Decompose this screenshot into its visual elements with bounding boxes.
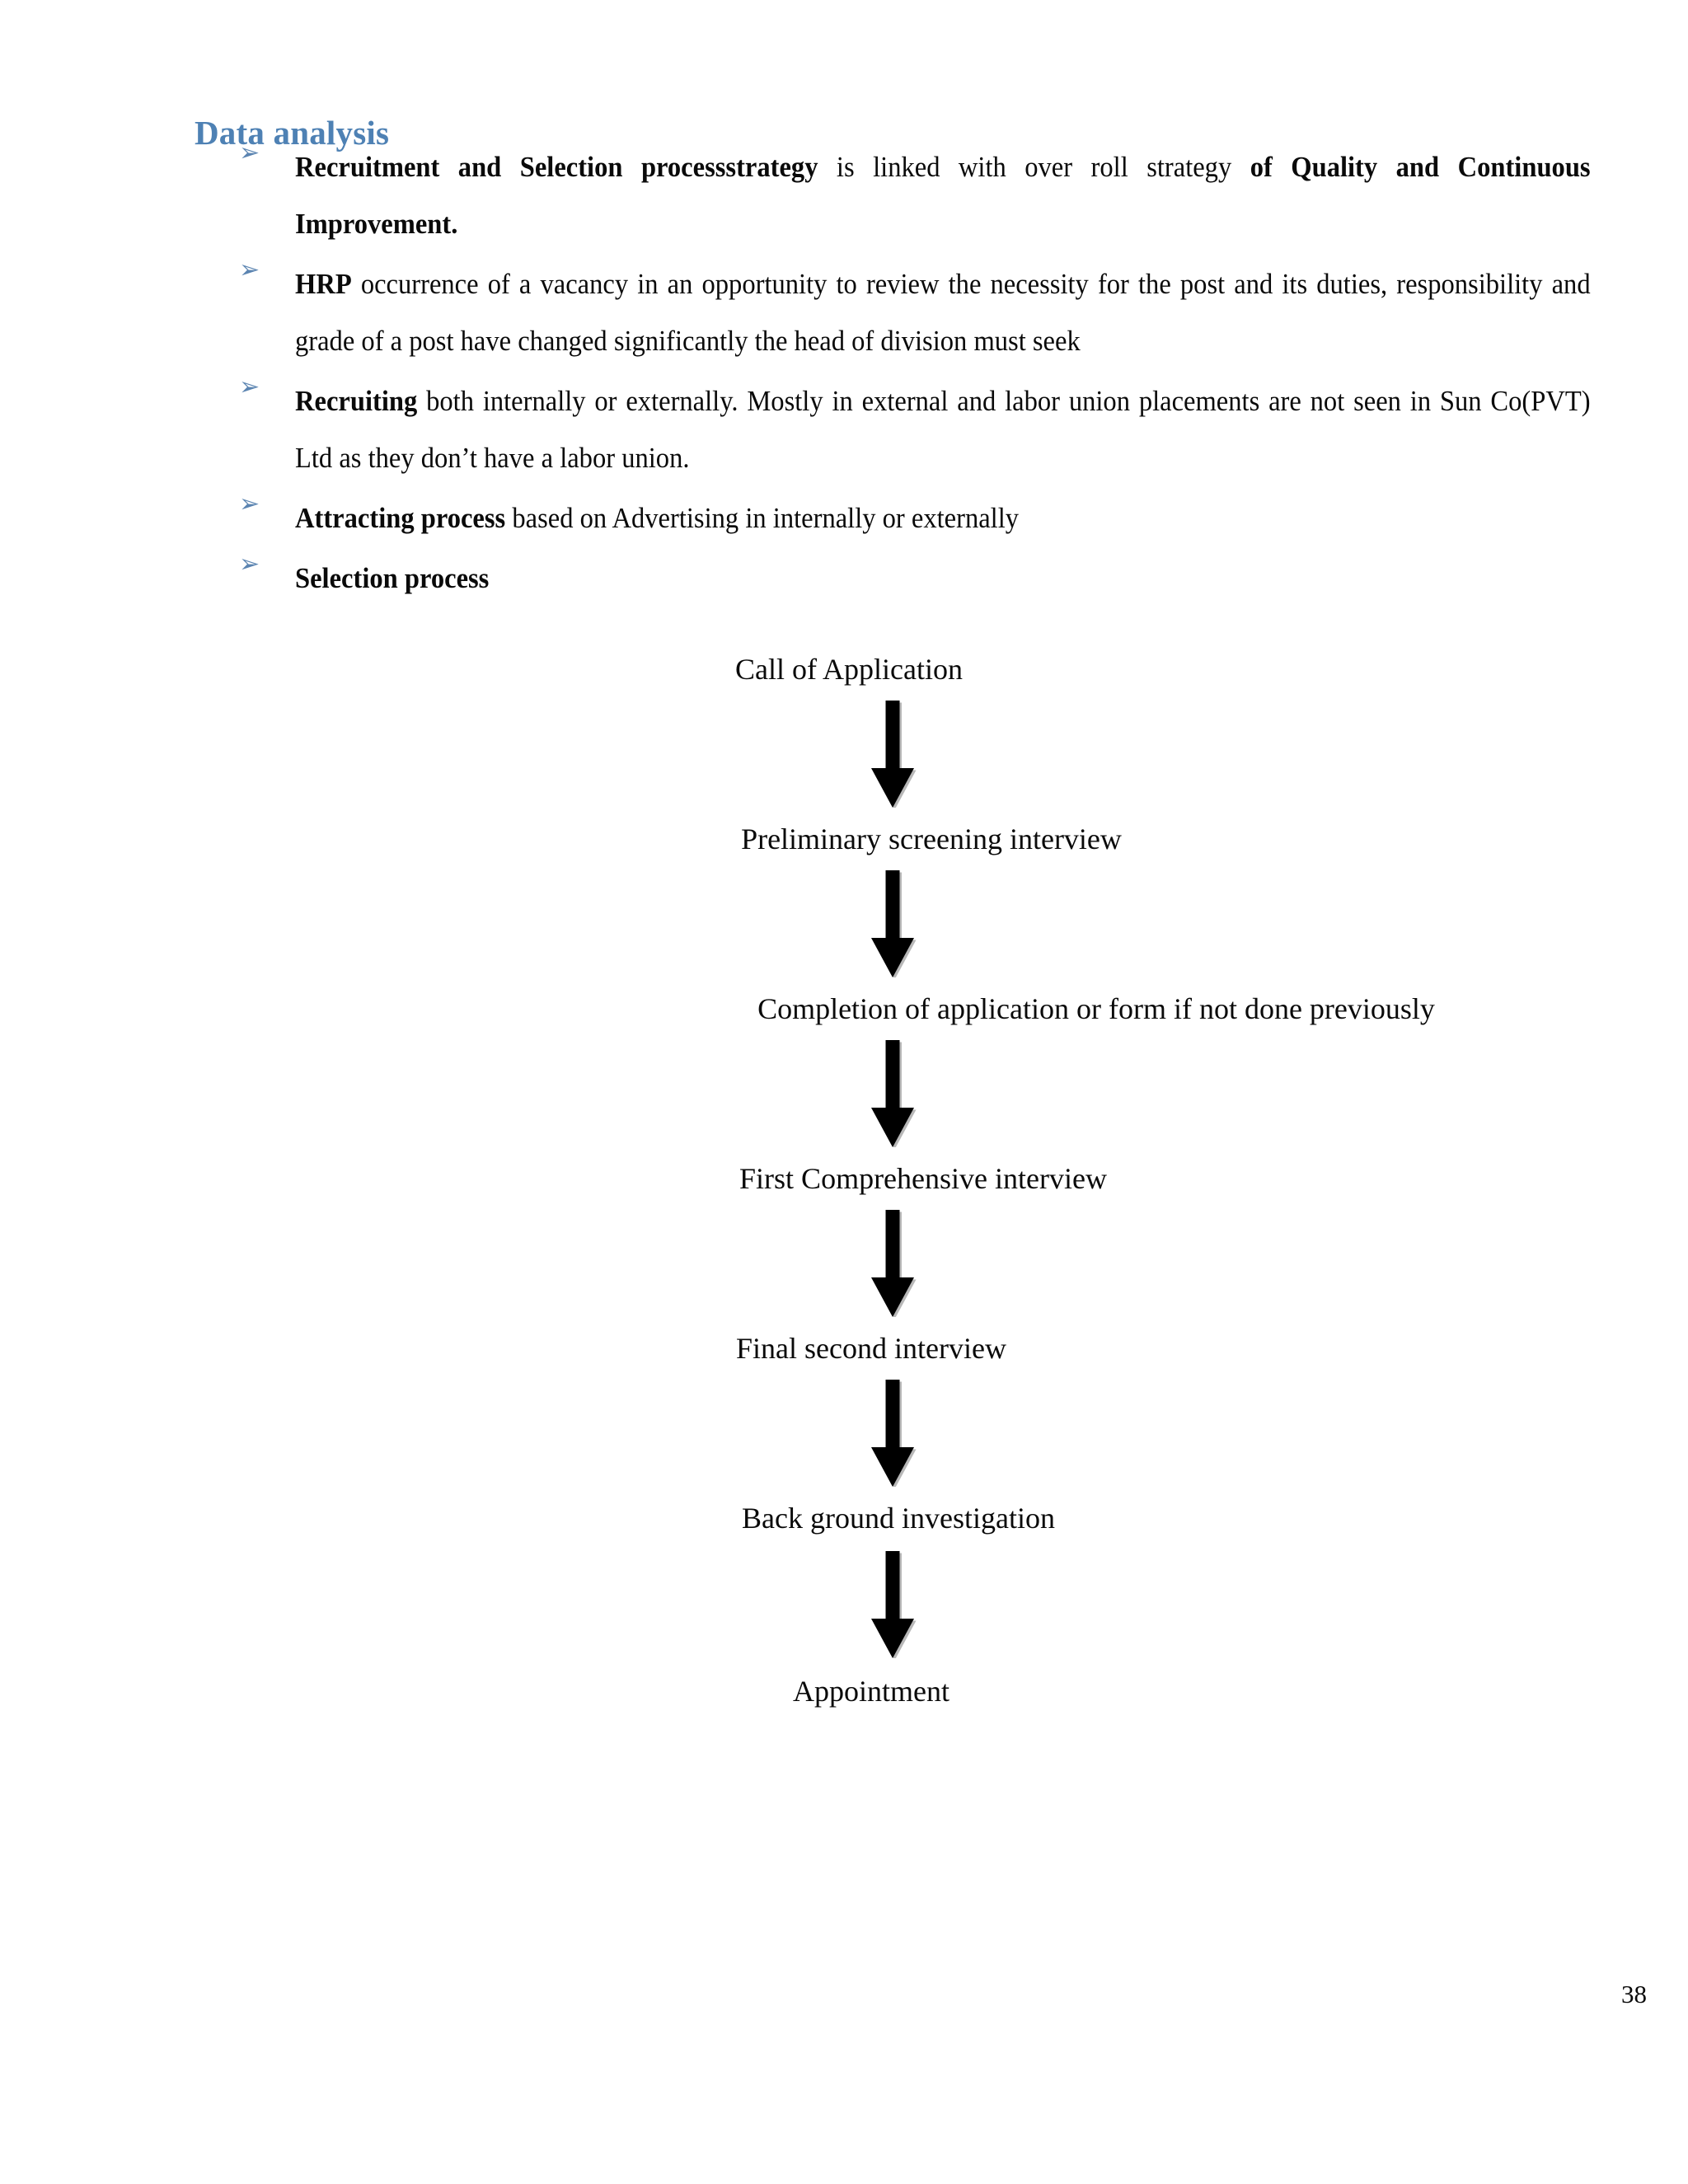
flow-arrow-down-icon (868, 1210, 917, 1319)
flow-arrow-down-icon (868, 701, 917, 810)
arrow-bullet-icon: ➢ (239, 550, 260, 579)
bold-run: of Quality and Continuous Improvement. (295, 151, 1591, 240)
bold-run: Recruitment and Selection processstrateg… (295, 151, 818, 183)
flow-node-final-second-interview: Final second interview (736, 1332, 1006, 1365)
flow-node-preliminary-screening-interview: Preliminary screening interview (741, 823, 1122, 855)
text-run: occurrence of a vacancy in an opportunit… (295, 268, 1591, 357)
flow-node-completion-of-application: Completion of application or form if not… (757, 992, 1435, 1025)
flow-node-appointment: Appointment (793, 1675, 950, 1708)
bullet-text: HRP occurrence of a vacancy in an opport… (295, 255, 1591, 369)
flow-node-call-of-application: Call of Application (735, 653, 963, 686)
bold-run: Selection process (295, 562, 490, 594)
flow-arrow-down-icon (868, 1380, 917, 1489)
flow-node-first-comprehensive-interview: First Comprehensive interview (739, 1162, 1107, 1195)
flow-arrow-down-icon (868, 1040, 917, 1150)
bold-run: Recruiting (295, 385, 418, 417)
bullet-list: ➢ Recruitment and Selection processstrate… (239, 138, 1591, 610)
bullet-text: Recruitment and Selection processstrateg… (295, 138, 1591, 252)
arrow-bullet-icon: ➢ (239, 490, 260, 518)
bullet-text: Selection process (295, 550, 1591, 607)
page-title: Data analysis (195, 114, 390, 152)
arrow-bullet-icon: ➢ (239, 373, 260, 401)
bullet-item-recruitment-selection: ➢ Recruitment and Selection processstrate… (239, 138, 1591, 252)
bullet-item-selection-process: ➢ Selection process (239, 550, 1591, 607)
bold-run: HRP (295, 268, 352, 300)
flow-arrow-down-icon (868, 870, 917, 980)
bullet-text: Recruiting both internally or externally… (295, 373, 1591, 486)
text-run: both internally or externally. Mostly in… (295, 385, 1591, 474)
bullet-item-hrp: ➢ HRP occurrence of a vacancy in an oppor… (239, 255, 1591, 369)
page-number: 38 (1621, 1980, 1647, 2008)
text-run: based on Advertising in internally or ex… (505, 502, 1020, 534)
text-run: is linked with over roll strategy (818, 151, 1250, 183)
bold-run: Attracting process (295, 502, 506, 534)
flow-arrow-down-icon (868, 1551, 917, 1661)
flow-node-back-ground-investigation: Back ground investigation (742, 1502, 1055, 1535)
bullet-item-attracting-process: ➢ Attracting process based on Advertising… (239, 490, 1591, 546)
bullet-item-recruiting: ➢ Recruiting both internally or externall… (239, 373, 1591, 486)
arrow-bullet-icon: ➢ (239, 255, 260, 284)
bullet-text: Attracting process based on Advertising … (295, 490, 1591, 546)
arrow-bullet-icon: ➢ (239, 138, 260, 167)
